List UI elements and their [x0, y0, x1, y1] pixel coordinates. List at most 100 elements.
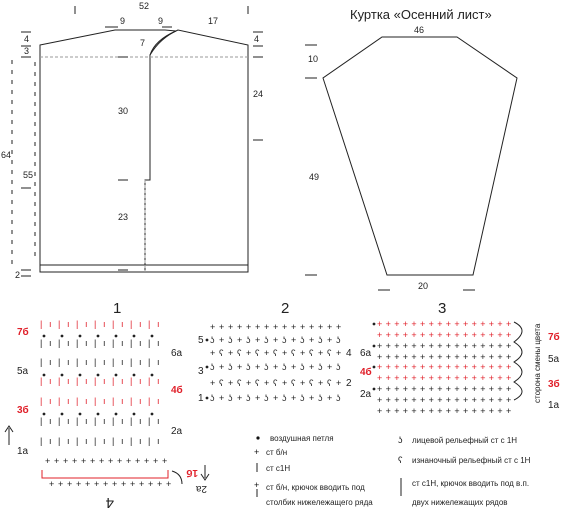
chart-3-stitch: +	[377, 373, 382, 383]
chart-1-stitch: ı	[67, 357, 70, 367]
chart-1-stitch: ı	[49, 396, 52, 406]
chart-1-stitch: |	[112, 436, 114, 446]
chart-1-stitch: |	[130, 376, 132, 386]
chart-3-stitch: +	[420, 341, 425, 351]
chart-1-foundation-stitch: +	[58, 479, 63, 489]
chart-3-stitch: +	[437, 319, 442, 329]
front-piece-outline	[145, 29, 249, 273]
chart-3-stitch: +	[463, 373, 468, 383]
chart-3-stitch: +	[472, 319, 477, 329]
chart-3-chain	[372, 365, 376, 369]
chart-2-stitch: ʕ	[237, 378, 242, 388]
chart-1-foundation-stitch: +	[139, 479, 144, 489]
chart-3-stitch: +	[472, 362, 477, 372]
chart-3-stitch: +	[506, 384, 511, 394]
chart-1-chain	[114, 334, 118, 338]
chart-1-stitch: ı	[67, 436, 70, 446]
sleeve-outline	[322, 36, 518, 276]
chart-1-stitch: ı	[85, 319, 88, 329]
chart-1-stitch: |	[40, 319, 42, 329]
chart-2-stitch: +	[255, 362, 260, 372]
chart-3-stitch: +	[411, 330, 416, 340]
chart-3-stitch: +	[411, 341, 416, 351]
chart-3-stitch: +	[480, 406, 485, 416]
chart-1-stitch: |	[58, 338, 60, 348]
chart-1-stitch: ı	[157, 436, 160, 446]
chart-1-foundation-stitch: +	[130, 479, 135, 489]
chart-2-stitch: ʖ	[300, 393, 305, 403]
chart-3-stitch: +	[386, 341, 391, 351]
chart-2-stitch: +	[264, 348, 269, 358]
chart-3-stitch: +	[420, 406, 425, 416]
chart-1-stitch: |	[76, 396, 78, 406]
chart-2-stitch: +	[246, 378, 251, 388]
legend-sc-below-2: столбик нижележащего ряда	[266, 498, 373, 507]
chart-1-stitch: |	[112, 416, 114, 426]
chart-1-number: 1	[113, 300, 121, 317]
chart-3-stitch: +	[472, 406, 477, 416]
chart-3-stitch: +	[480, 352, 485, 362]
chart-2-stitch: +	[327, 362, 332, 372]
chart-3-stitch: +	[377, 395, 382, 405]
stitch-chart-1: 1 |ı|ı|ı|ı|ı|ı|ı|ı|ı|ı|ı|ı|ı|ı|ı|ı|ı|ı|ı…	[4, 300, 210, 511]
chart-1-stitch: ı	[103, 376, 106, 386]
chart-2-stitch: +	[291, 393, 296, 403]
chart-1-grid: |ı|ı|ı|ı|ı|ı|ı|ı|ı|ı|ı|ı|ı|ı|ı|ı|ı|ı|ı|ı…	[40, 319, 171, 489]
chart-3-stitch: +	[506, 406, 511, 416]
chart-3-stitch: +	[497, 362, 502, 372]
chart-1-stitch: ı	[85, 376, 88, 386]
chart-3-stitch: +	[394, 373, 399, 383]
chart-2-stitch: ʖ	[210, 393, 215, 403]
chart-3-row-7b: 7б	[548, 331, 560, 343]
chart-3-stitch: +	[480, 330, 485, 340]
chart-1-stitch: |	[94, 396, 96, 406]
chart-2-stitch: ʕ	[273, 378, 278, 388]
chart-3-chain	[372, 322, 376, 326]
chart-3-stitch: +	[489, 319, 494, 329]
chart-3-stitch: +	[472, 395, 477, 405]
chart-2-stitch: +	[291, 362, 296, 372]
chart-3-stitch: +	[446, 319, 451, 329]
chart-1-stitch: |	[76, 436, 78, 446]
chart-1-stitch: |	[76, 319, 78, 329]
chart-3-stitch: +	[386, 406, 391, 416]
chart-3-stitch: +	[506, 319, 511, 329]
chart-2-chain	[205, 365, 209, 369]
chart-3-chain	[372, 387, 376, 391]
chart-1-base-stitch: +	[126, 456, 131, 466]
chart-1-stitch: |	[148, 416, 150, 426]
chart-2-stitch: +	[264, 322, 269, 332]
chart-2-stitch: +	[282, 348, 287, 358]
back-piece-schematic: 52 9 9 17 4 3 4 7 24 30 64 55 23 2	[1, 1, 263, 280]
chart-3-row-1a: 1а	[548, 400, 560, 411]
chart-1-up-arrow-icon	[4, 425, 14, 433]
chart-1-stitch: ı	[121, 396, 124, 406]
chart-3-stitch: +	[489, 352, 494, 362]
chart-1-chain	[132, 373, 136, 377]
chart-1-chain	[96, 373, 100, 377]
chart-2-stitch: +	[255, 335, 260, 345]
chart-1-stitch: |	[58, 396, 60, 406]
chart-1-stitch: |	[148, 376, 150, 386]
chart-1-stitch: |	[148, 319, 150, 329]
dim-hem: 2	[15, 270, 20, 280]
chart-3-stitch: +	[420, 319, 425, 329]
chart-2-stitch: +	[237, 335, 242, 345]
dim-lower-left: 3	[24, 46, 29, 56]
chart-1-base-stitch: +	[117, 456, 122, 466]
chart-2-stitch: ʖ	[210, 335, 215, 345]
chart-1-stitch: ı	[85, 436, 88, 446]
chart-3-stitch: +	[454, 384, 459, 394]
chart-2-stitch: +	[228, 322, 233, 332]
chart-3-stitch: +	[454, 319, 459, 329]
chart-3-stitch: +	[411, 352, 416, 362]
chart-3-stitch: +	[429, 330, 434, 340]
chart-2-stitch: ʕ	[327, 378, 332, 388]
chart-1-row-2a: 2а	[171, 426, 183, 437]
chart-3-stitch: +	[394, 362, 399, 372]
chart-2-stitch: +	[210, 378, 215, 388]
chart-2-stitch: +	[309, 393, 314, 403]
chart-3-stitch: +	[454, 352, 459, 362]
chart-3-stitch: +	[463, 384, 468, 394]
chart-2-row-2: 2	[346, 378, 352, 389]
